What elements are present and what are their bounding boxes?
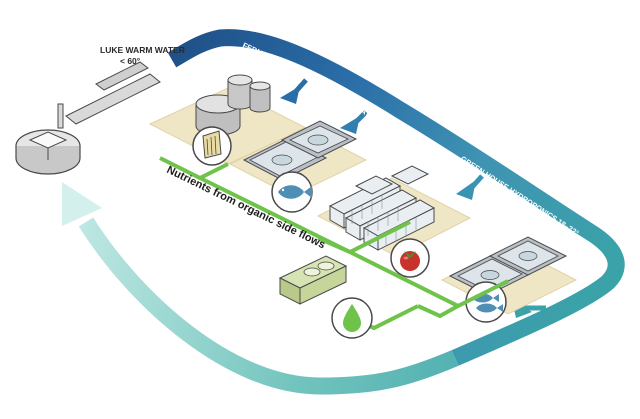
greenhouse xyxy=(316,165,472,278)
fermentation-platform xyxy=(148,74,308,166)
cascade-flow-band xyxy=(167,29,625,366)
cold-fish-tanks xyxy=(440,236,578,323)
biofilter-icon xyxy=(192,126,232,166)
fish-icon xyxy=(271,171,313,213)
luke-warm-water-label: LUKE WARM WATER xyxy=(100,45,185,55)
nutrient-lines xyxy=(159,156,509,331)
warm-fish-tanks xyxy=(228,120,368,213)
fish-pair-icon xyxy=(465,281,507,323)
return-flow-band xyxy=(78,217,459,395)
branch-arrows xyxy=(280,78,546,318)
luke-warm-temp-label: < 60° xyxy=(120,56,141,66)
storage-tanks xyxy=(278,255,348,305)
power-plant xyxy=(15,61,161,175)
tomato-icon xyxy=(390,238,430,278)
greenhouse-label: GREEN HOUSE HYDROPONICS 18–22° xyxy=(459,154,581,237)
droplet-icon xyxy=(331,297,373,339)
return-arrowhead xyxy=(62,182,102,226)
